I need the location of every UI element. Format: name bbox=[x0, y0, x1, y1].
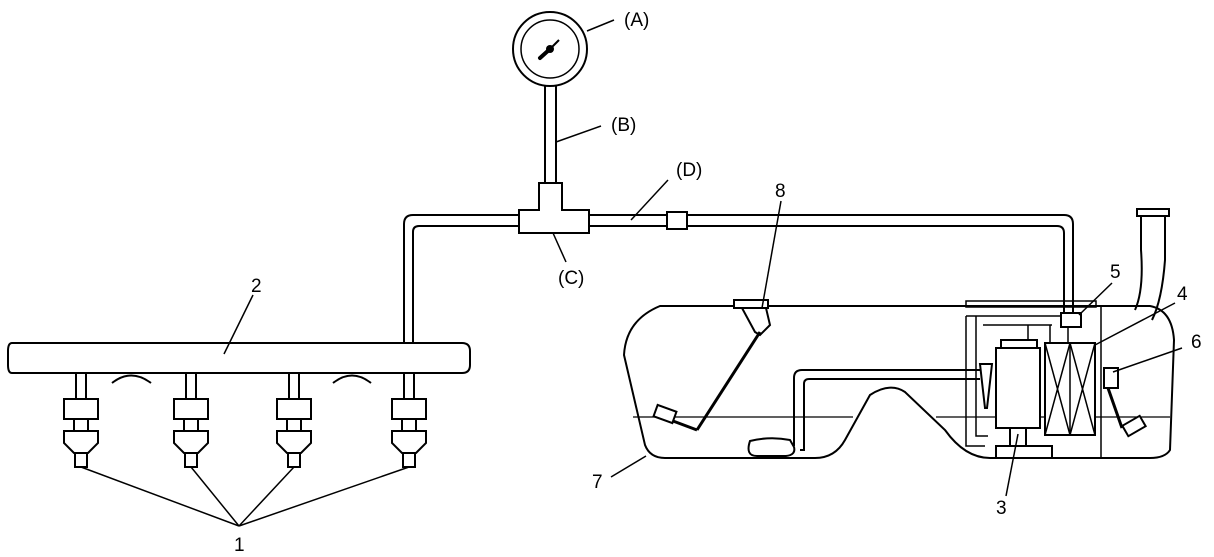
label-line: (D) bbox=[676, 160, 702, 181]
rail-bracket bbox=[111, 374, 152, 384]
fuel-injector bbox=[173, 372, 209, 468]
label-tee: (C) bbox=[558, 268, 584, 289]
tee-fitting bbox=[518, 182, 590, 234]
fuel-tank bbox=[622, 305, 1176, 459]
label-sender-float: 6 bbox=[1191, 332, 1202, 353]
check-valve bbox=[978, 363, 994, 409]
label-fuel-tank: 7 bbox=[592, 472, 603, 493]
fuel-pump-module bbox=[965, 300, 1102, 458]
fuel-feed-line bbox=[403, 211, 1074, 342]
suction-filter bbox=[747, 437, 796, 457]
fuel-level-sender bbox=[1103, 367, 1148, 438]
gauge-hose bbox=[544, 86, 557, 183]
filler-neck bbox=[1134, 208, 1170, 321]
fuel-injector bbox=[63, 372, 99, 468]
fuel-delivery-pipe bbox=[7, 342, 471, 374]
label-hose: (B) bbox=[611, 115, 636, 136]
tank-return-tube bbox=[787, 369, 980, 446]
label-fuel-filter: 4 bbox=[1177, 284, 1188, 305]
label-pressure-regulator: 5 bbox=[1110, 262, 1121, 283]
label-delivery-pipe: 2 bbox=[251, 276, 262, 297]
label-vent-valve: 8 bbox=[775, 181, 786, 202]
label-injectors: 1 bbox=[234, 535, 245, 556]
tank-return-tube bbox=[800, 378, 980, 451]
vent-valve bbox=[652, 299, 772, 432]
fuel-injector bbox=[276, 372, 312, 468]
fuel-filter bbox=[1044, 342, 1096, 436]
fuel-injector bbox=[391, 372, 427, 468]
leader-lines bbox=[80, 19, 1183, 527]
label-fuel-pump: 3 bbox=[996, 498, 1007, 519]
fuel-pump bbox=[995, 339, 1053, 459]
pressure-gauge bbox=[512, 11, 588, 87]
pressure-regulator bbox=[1060, 312, 1082, 328]
rail-bracket bbox=[332, 374, 372, 384]
label-gauge: (A) bbox=[624, 10, 649, 31]
